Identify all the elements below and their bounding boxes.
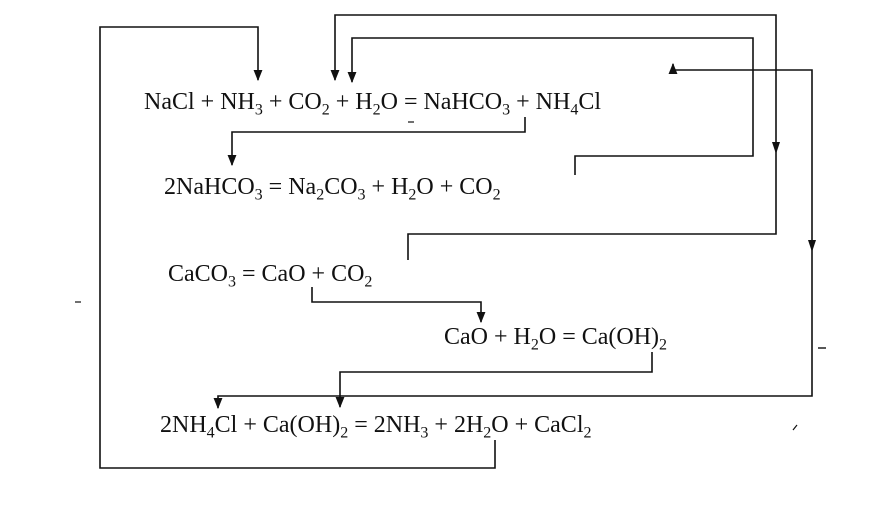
nahco3-transfer-arrow: [227, 117, 526, 167]
equation-3: CaCO3 = CaO + CO2: [168, 261, 373, 291]
subscript: 4: [570, 101, 579, 119]
equation-4: CaO + H2O = Ca(OH)2: [444, 324, 668, 354]
nh3-recycle-arrow: [99, 26, 496, 469]
subscript: 3: [254, 186, 263, 204]
subscript: 3: [502, 101, 511, 119]
subscript: 2: [659, 336, 668, 354]
nh4cl-transfer-arrow: [213, 62, 813, 410]
subscript: 2: [340, 424, 349, 442]
equation-5: 2NH4Cl + Ca(OH)2 = 2NH3 + 2H2O + CaCl2: [160, 412, 592, 442]
equation-2: 2NaHCO3 = Na2CO3 + H2O + CO2: [164, 174, 501, 204]
stray-mark: [792, 424, 798, 431]
subscript: 2: [372, 101, 381, 119]
subscript: 2: [583, 424, 592, 442]
subscript: 2: [483, 424, 492, 442]
caoh2-transfer-arrow: [335, 352, 653, 409]
co2-recycle-arrow-2: [330, 14, 777, 260]
subscript: 4: [206, 424, 215, 442]
subscript: 3: [357, 186, 366, 204]
subscript: 2: [364, 273, 373, 291]
down-arrowhead-right: [808, 240, 816, 252]
subscript: 2: [530, 336, 539, 354]
equation-1: NaCl + NH3 + CO2 + H2O = NaHCO3 + NH4Cl: [144, 89, 602, 119]
down-arrowhead-mid: [772, 142, 780, 154]
subscript: 2: [492, 186, 501, 204]
subscript: 3: [254, 101, 263, 119]
subscript: 2: [321, 101, 330, 119]
subscript: 2: [408, 186, 417, 204]
subscript: 3: [228, 273, 236, 291]
subscript: 2: [316, 186, 325, 204]
cao-transfer-arrow: [311, 287, 486, 324]
subscript: 3: [420, 424, 429, 442]
